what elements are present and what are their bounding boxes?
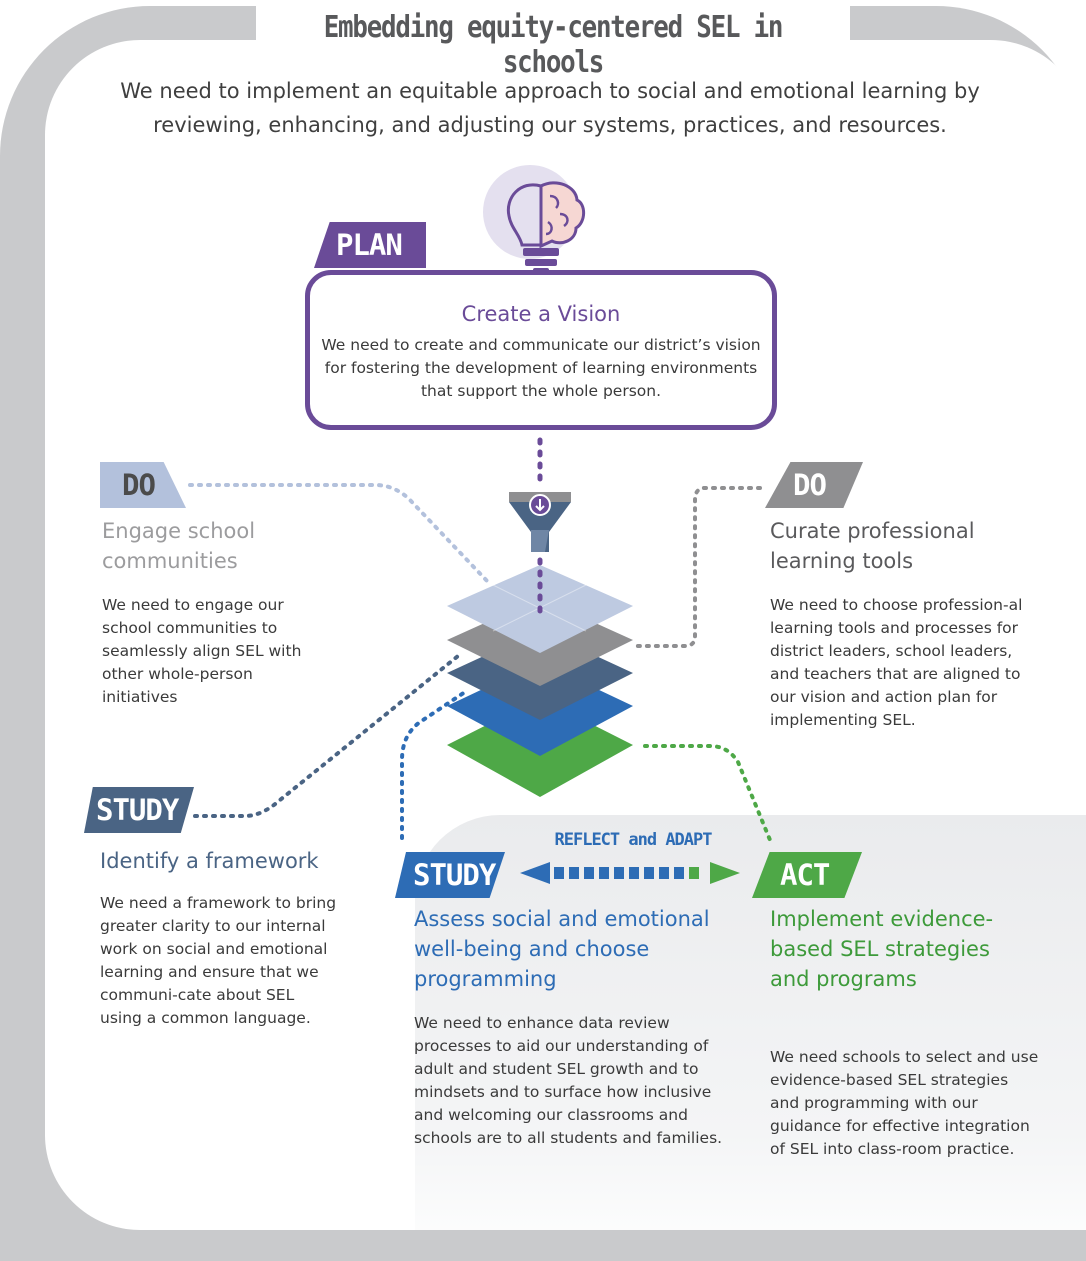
engage-body: We need to engage our school communities… — [102, 596, 302, 706]
curate-body: We need to choose profession-al learning… — [770, 596, 1023, 729]
study-framework-tag: STUDY — [84, 787, 194, 833]
assess-connector — [400, 688, 470, 840]
vision-title: Create a Vision — [461, 302, 621, 326]
act-connector — [643, 744, 772, 842]
curate-connector — [634, 486, 762, 648]
do-engage-tag: DO — [100, 462, 186, 508]
vision-body: We need to create and communicate our di… — [321, 336, 761, 400]
double-arrow-icon — [520, 862, 740, 884]
intro-text: We need to implement an equitable approa… — [120, 79, 980, 137]
reflect-adapt-label: REFLECT and ADAPT — [554, 830, 713, 850]
implement-title: Implement evidence-based SEL strategies … — [770, 907, 994, 991]
plan-tag: PLAN — [314, 222, 426, 268]
engage-title: Engage school communities — [102, 519, 256, 573]
framework-title: Identify a framework — [100, 849, 319, 873]
act-tag: ACT — [752, 852, 862, 898]
curate-title: Curate professional learning tools — [770, 519, 975, 573]
vision-box — [305, 270, 777, 430]
framework-connector — [193, 654, 460, 818]
assess-title: Assess social and emotional well-being a… — [414, 907, 710, 991]
funnel-icon — [509, 492, 571, 552]
title-plate — [256, 6, 850, 60]
assess-body: We need to enhance data review processes… — [414, 1014, 723, 1147]
engage-connector — [188, 483, 490, 584]
study-act-zone — [415, 815, 1086, 1230]
do-curate-tag: DO — [765, 462, 863, 508]
page-title: Embedding equity-centered SEL in schools — [323, 10, 784, 80]
framework-body: We need a framework to bring greater cla… — [100, 894, 337, 1027]
study-assess-tag: STUDY — [395, 852, 505, 898]
lightbulb-brain-icon — [483, 165, 586, 274]
implement-body: We need schools to select and use eviden… — [770, 1048, 1039, 1158]
